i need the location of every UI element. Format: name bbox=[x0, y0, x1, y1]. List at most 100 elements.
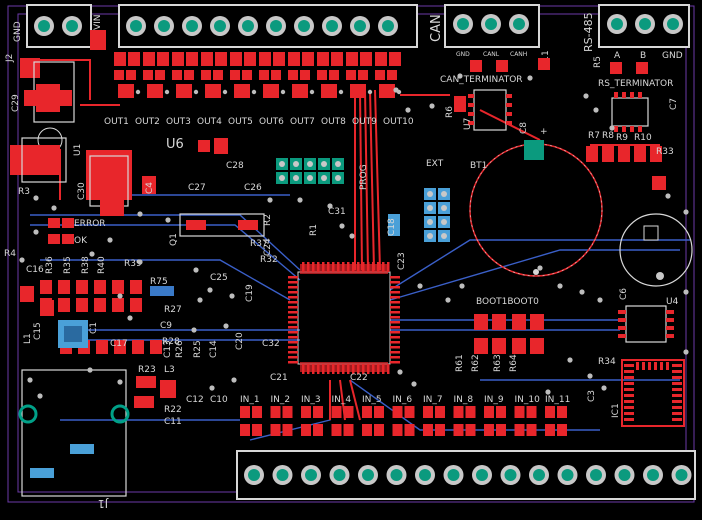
rs-terminator-label: RS_TERMINATOR bbox=[598, 79, 673, 89]
input-label: IN_11 bbox=[545, 395, 570, 405]
svg-text:R33: R33 bbox=[656, 147, 674, 157]
svg-text:R3: R3 bbox=[18, 187, 30, 197]
svg-text:C25: C25 bbox=[210, 273, 228, 283]
rs485-transceiver: R7 R8 R9 R10 R33 C7 bbox=[586, 92, 679, 190]
input-label: IN_1 bbox=[240, 395, 260, 405]
svg-text:R27: R27 bbox=[164, 305, 182, 315]
svg-text:R26: R26 bbox=[175, 340, 185, 358]
output-label: OUT1 bbox=[104, 117, 129, 127]
svg-text:R6: R6 bbox=[445, 106, 455, 118]
svg-text:R8: R8 bbox=[602, 131, 614, 141]
svg-text:R39: R39 bbox=[124, 259, 142, 269]
svg-text:R40: R40 bbox=[97, 256, 107, 274]
svg-text:R9: R9 bbox=[616, 133, 628, 143]
j1-connector[interactable]: J1 bbox=[18, 369, 130, 510]
input-terminal-hole bbox=[476, 469, 488, 481]
svg-text:C24: C24 bbox=[263, 238, 273, 256]
output-label: OUT3 bbox=[166, 117, 191, 127]
input-filter-pads bbox=[240, 406, 567, 436]
svg-text:C14: C14 bbox=[209, 340, 219, 358]
input-terminal-hole bbox=[618, 469, 631, 481]
svg-text:C29: C29 bbox=[11, 94, 21, 112]
input-terminal-hole bbox=[362, 469, 374, 481]
input-terminal-hole bbox=[533, 469, 545, 481]
svg-text:C18: C18 bbox=[387, 218, 397, 236]
svg-text:IC1: IC1 bbox=[611, 403, 621, 418]
ic1-module: R34 IC1 C3 bbox=[587, 357, 685, 427]
round-component bbox=[619, 213, 693, 287]
svg-text:C17: C17 bbox=[110, 339, 128, 349]
input-terminal-hole bbox=[590, 469, 602, 481]
output-label: OUT7 bbox=[290, 117, 315, 127]
svg-text:R35: R35 bbox=[63, 256, 73, 274]
svg-text:C23: C23 bbox=[397, 252, 407, 270]
prog-header[interactable]: PROG bbox=[276, 158, 369, 190]
output-label: OUT9 bbox=[352, 117, 377, 127]
svg-text:R32: R32 bbox=[260, 255, 278, 265]
can-pin-canl: CANL bbox=[483, 51, 500, 58]
svg-text:R1: R1 bbox=[309, 224, 319, 236]
input-terminal-hole bbox=[276, 469, 289, 481]
rs485-pin-gnd: GND bbox=[662, 51, 683, 61]
rs485-pin-b: B bbox=[640, 51, 646, 61]
svg-text:R7: R7 bbox=[588, 131, 600, 141]
output-terminal-hole bbox=[130, 20, 142, 32]
output-terminal-block[interactable] bbox=[118, 4, 418, 48]
pin-label-gnd: GND bbox=[13, 21, 23, 42]
output-label: OUT10 bbox=[383, 117, 414, 127]
svg-text:R62: R62 bbox=[471, 354, 481, 372]
output-label: OUT4 bbox=[197, 117, 222, 127]
output-driver-pads bbox=[114, 52, 402, 98]
svg-text:J1: J1 bbox=[98, 497, 109, 510]
svg-text:R4: R4 bbox=[4, 249, 16, 259]
ext-header[interactable]: EXT C18 C23 bbox=[387, 159, 450, 270]
svg-text:U7: U7 bbox=[463, 118, 473, 130]
output-terminal-hole bbox=[326, 20, 338, 32]
svg-text:R61: R61 bbox=[455, 354, 465, 372]
sensor-chip: C15 L1 C1 bbox=[23, 320, 99, 348]
svg-text:C20: C20 bbox=[235, 332, 245, 350]
input-terminal-hole bbox=[447, 469, 460, 481]
svg-text:R38: R38 bbox=[81, 256, 91, 274]
power-terminal[interactable]: GND VIN J2 bbox=[5, 4, 103, 63]
crystal-q1: Q1 C27 C26 C31 R2 R1 bbox=[169, 183, 346, 246]
input-terminal-hole bbox=[390, 469, 403, 481]
svg-text:C11: C11 bbox=[164, 417, 182, 427]
rs485-terminal[interactable]: RS-485 A B GND R5 bbox=[582, 4, 690, 68]
boot-jumpers[interactable]: BOOT1BOOT0 R61 R62 R63 R64 bbox=[455, 297, 544, 372]
input-terminal-hole bbox=[248, 469, 260, 481]
ok-led-label: OK bbox=[74, 236, 88, 246]
svg-text:C28: C28 bbox=[226, 161, 244, 171]
output-terminal-hole bbox=[214, 20, 226, 32]
svg-text:C8: C8 bbox=[519, 122, 529, 134]
svg-text:+: + bbox=[540, 127, 548, 137]
input-terminal-hole bbox=[333, 469, 346, 481]
svg-text:U1: U1 bbox=[73, 144, 83, 156]
svg-text:C6: C6 bbox=[619, 288, 629, 300]
input-terminal-block[interactable] bbox=[236, 450, 696, 500]
svg-text:C21: C21 bbox=[270, 373, 288, 383]
svg-text:Q1: Q1 bbox=[169, 233, 179, 246]
can-pin-gnd: GND bbox=[456, 51, 470, 58]
svg-text:L1: L1 bbox=[23, 333, 33, 344]
input-label: IN_5 bbox=[362, 395, 382, 405]
input-label: IN_3 bbox=[301, 395, 321, 405]
svg-text:C31: C31 bbox=[328, 207, 346, 217]
svg-text:R64: R64 bbox=[509, 354, 519, 372]
rs485-label: RS-485 bbox=[582, 12, 595, 52]
svg-text:R2: R2 bbox=[263, 214, 273, 226]
input-terminal-hole bbox=[561, 469, 574, 481]
svg-text:L3: L3 bbox=[164, 365, 175, 375]
can-terminator-label: CAN_TERMINATOR bbox=[440, 75, 523, 85]
can-terminal[interactable]: GND CANL CANH CAN R11 bbox=[429, 4, 551, 68]
output-label: OUT8 bbox=[321, 117, 346, 127]
input-terminal-hole bbox=[675, 469, 688, 481]
input-label: IN_4 bbox=[332, 395, 352, 405]
input-label: IN_9 bbox=[484, 395, 504, 405]
input-label: IN_8 bbox=[454, 395, 474, 405]
prog-label: PROG bbox=[359, 164, 369, 190]
can-label: CAN bbox=[429, 14, 444, 42]
svg-text:C7: C7 bbox=[669, 98, 679, 110]
